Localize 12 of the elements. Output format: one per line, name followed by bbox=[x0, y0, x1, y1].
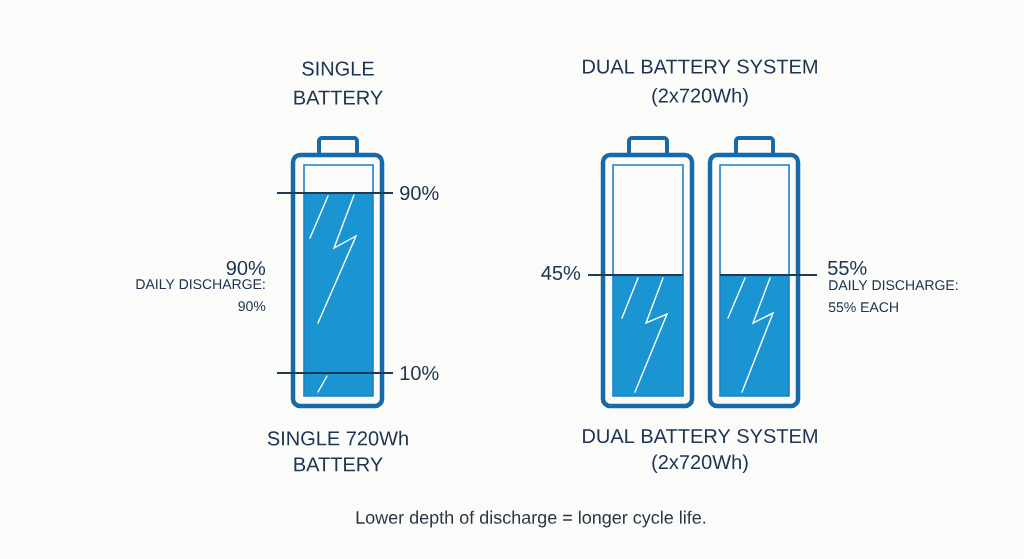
percent-label: 90% bbox=[226, 260, 266, 276]
caption: Lower depth of discharge = longer cycle life. bbox=[356, 510, 706, 528]
percent-label: 45% bbox=[541, 265, 581, 281]
discharge-note: DAILY DISCHARGE: 55% EACH bbox=[828, 280, 958, 313]
battery-caption: SINGLE 720Wh BATTERY bbox=[267, 430, 408, 472]
percent-label: 55% bbox=[828, 260, 867, 276]
percent-label: 90% bbox=[400, 185, 439, 201]
heading: SINGLE BATTERY bbox=[294, 61, 383, 105]
percent-label: 10% bbox=[400, 365, 439, 381]
battery-caption: DUAL BATTERY SYSTEM (2x720Wh) bbox=[583, 428, 817, 474]
discharge-note: DAILY DISCHARGE: 90% bbox=[136, 279, 266, 312]
heading: DUAL BATTERY SYSTEM (2x720Wh) bbox=[583, 59, 817, 107]
